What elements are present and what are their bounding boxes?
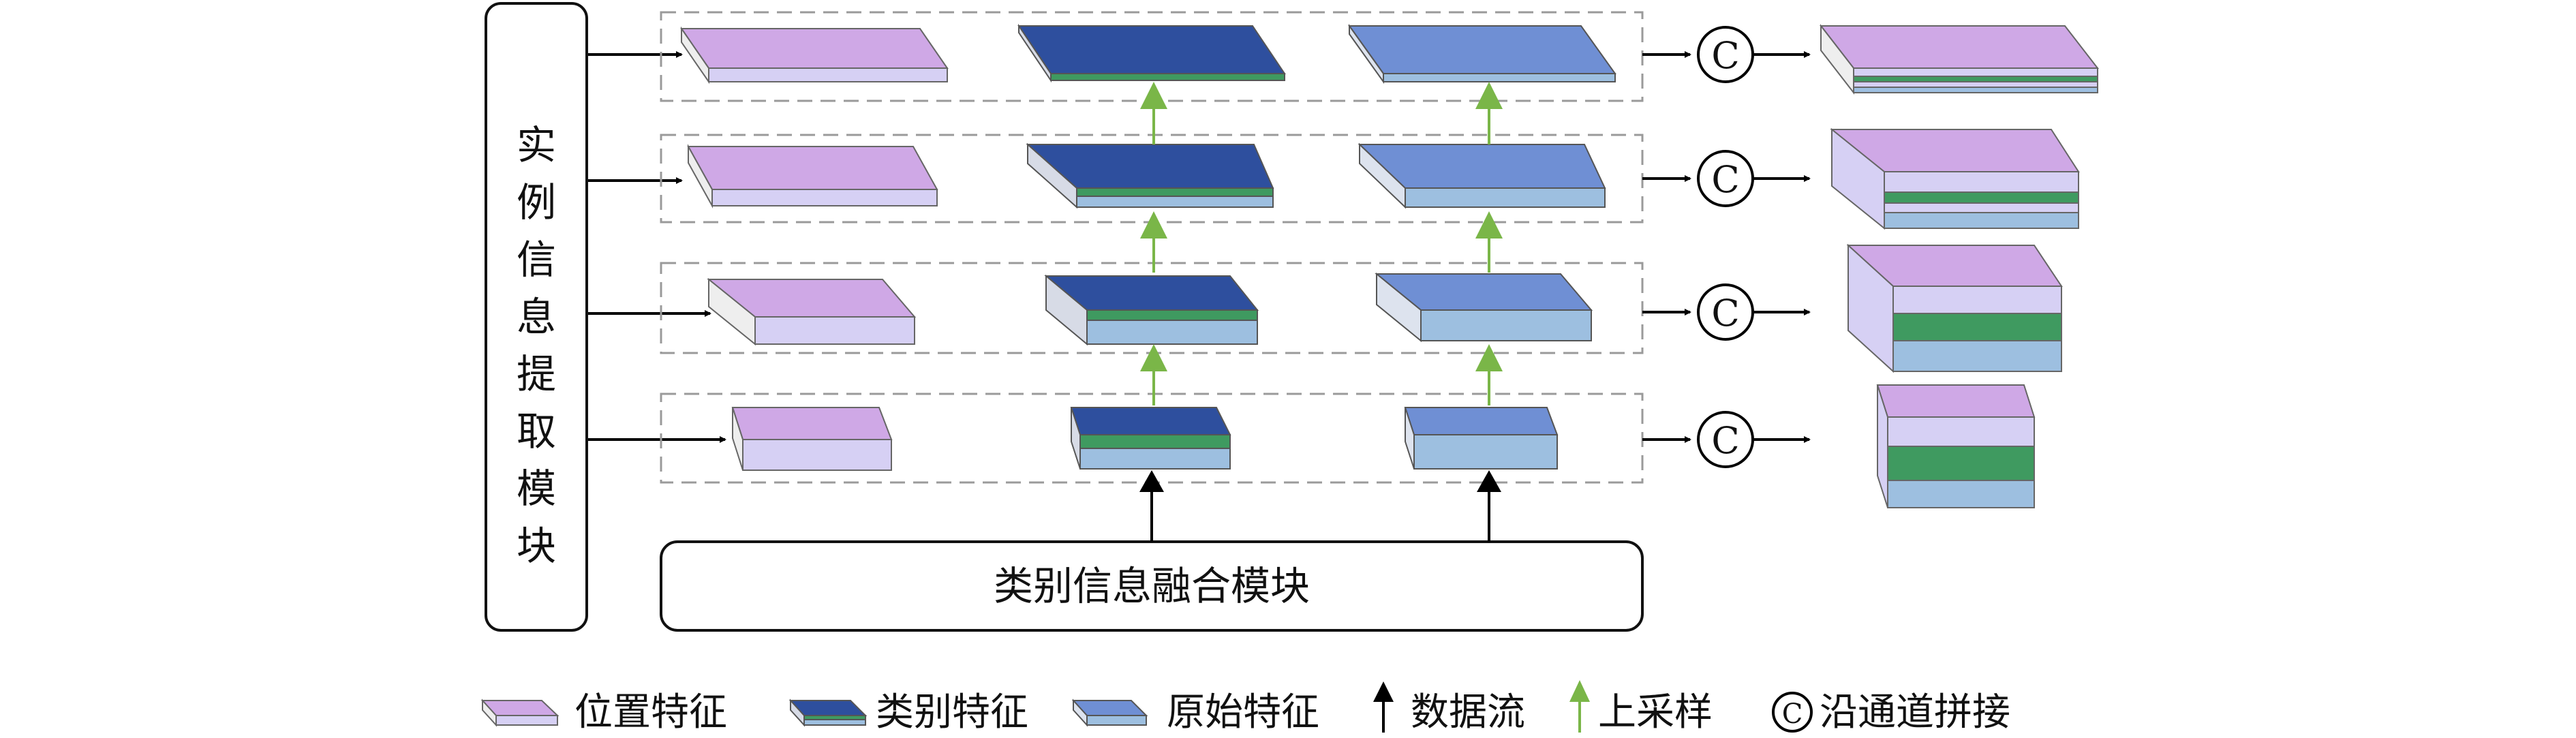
category-feature-row1	[1017, 23, 1286, 83]
position-feature-row1	[680, 26, 949, 84]
concat-symbol: C	[1711, 158, 1739, 201]
upsample-arrowhead	[1140, 82, 1167, 109]
legend-data-flow: 数据流	[1373, 681, 1525, 735]
concat-icon	[1772, 692, 1813, 733]
concat-node-row1: C	[1642, 26, 1811, 83]
position-feature-row3	[707, 277, 917, 346]
category-features	[1017, 23, 1286, 470]
legend-position-label: 位置特征	[574, 690, 727, 735]
legend-position-feature: 位置特征	[480, 690, 727, 735]
module-char-1: 实	[517, 122, 556, 168]
module-char-4: 息	[517, 294, 556, 340]
legend-upsample-label: 上采样	[1598, 690, 1713, 735]
legend-category-feature: 类别特征	[788, 690, 1028, 735]
original-feature-row3	[1375, 272, 1593, 343]
legend-concat: C 沿通道拼接	[1772, 690, 2010, 735]
module-char-6: 取	[517, 408, 556, 455]
concat-symbol: C	[1711, 419, 1739, 462]
upsample-arrowhead	[1475, 82, 1503, 109]
upsample-arrowhead	[1140, 344, 1167, 371]
concat-outputs	[1819, 24, 2100, 508]
instance-info-extraction-module: 实 例 信 息 提 取 模 块	[485, 2, 588, 632]
module-output-arrows	[588, 51, 726, 443]
original-feature-row1	[1348, 23, 1616, 84]
legend: 位置特征 类别特征 原始特征 数据流 上采样 C 沿通道拼接	[480, 680, 2010, 735]
position-features	[680, 26, 949, 471]
concat-node-row4: C	[1642, 411, 1811, 468]
legend-category-label: 类别特征	[876, 690, 1028, 735]
concat-symbol: C	[1711, 292, 1739, 335]
module-char-3: 信	[517, 236, 556, 283]
data-flow-arrows	[1139, 470, 1501, 542]
category-info-fusion-module: 类别信息融合模块	[660, 540, 1644, 632]
category-feature-row2	[1026, 142, 1274, 209]
concat-symbol: C	[1711, 34, 1739, 77]
concat-nodes: C C C C	[1642, 26, 1811, 468]
module-char-7: 模	[517, 465, 556, 512]
module-char-8: 块	[517, 523, 556, 569]
concat-output-row1	[1819, 24, 2100, 95]
legend-original-feature: 原始特征	[1071, 690, 1319, 735]
module-char-5: 提	[517, 351, 556, 397]
upsample-arrowhead	[1140, 211, 1167, 239]
legend-concat-symbol: C	[1782, 698, 1803, 730]
category-feature-row4	[1070, 407, 1231, 470]
position-feature-row2	[687, 144, 938, 209]
category-feature-row3	[1044, 274, 1259, 346]
upsample-arrowhead	[1475, 211, 1503, 239]
upsample-arrows	[1140, 82, 1503, 405]
legend-upsample: 上采样	[1569, 680, 1713, 735]
original-features	[1348, 23, 1616, 470]
concat-output-row4	[1876, 384, 2036, 508]
concat-output-row2	[1830, 127, 2080, 230]
concat-node-row3: C	[1642, 283, 1811, 341]
fusion-module-label: 类别信息融合模块	[994, 563, 1310, 609]
position-feature-row4	[731, 407, 893, 471]
legend-concat-label: 沿通道拼接	[1820, 690, 2010, 735]
legend-original-label: 原始特征	[1167, 690, 1319, 735]
original-feature-row4	[1404, 407, 1559, 470]
concat-node-row2: C	[1642, 150, 1811, 207]
legend-data-flow-label: 数据流	[1411, 690, 1525, 735]
upsample-arrowhead	[1475, 344, 1503, 371]
concat-output-row3	[1846, 243, 2063, 373]
module-char-2: 例	[517, 179, 556, 226]
original-feature-row2	[1358, 142, 1606, 209]
